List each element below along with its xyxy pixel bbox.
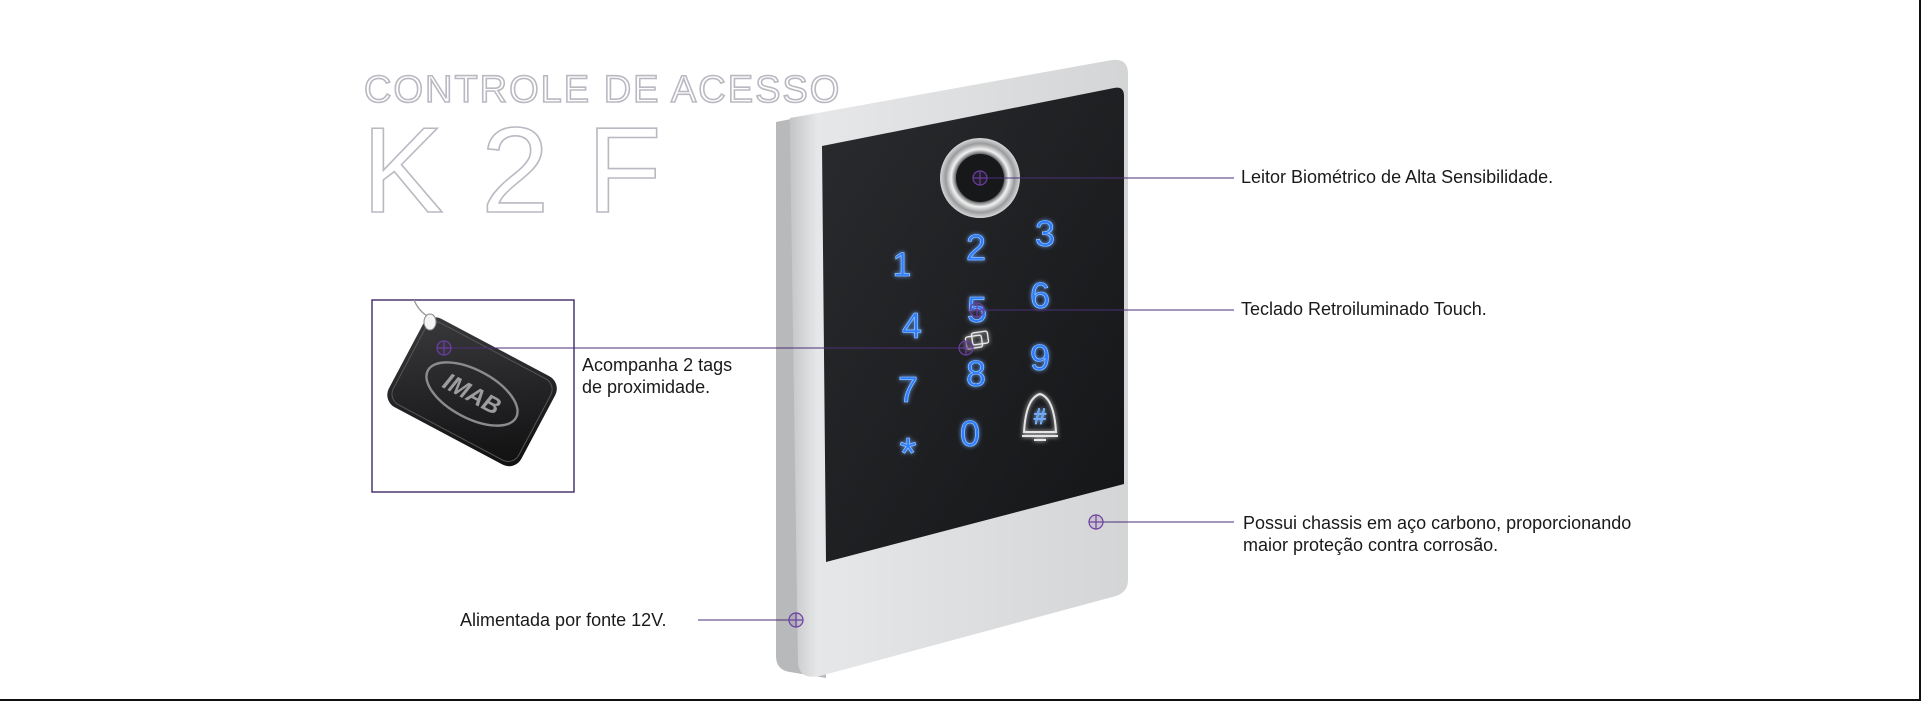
heading-subtitle: CONTROLE DE ACESSO: [364, 69, 841, 111]
bottom-border: [0, 699, 1921, 701]
key-7: 7: [898, 369, 918, 410]
backlit-keypad: 1 2 3 4 5 6 7 8 9 * 0: [892, 213, 1058, 478]
callout-tags: Acompanha 2 tags de proximidade.: [582, 354, 732, 398]
key-0: 0: [960, 413, 980, 454]
key-star: *: [899, 429, 916, 478]
crosshair-circle-icon: [969, 302, 985, 318]
callout-leaders: [444, 177, 1234, 621]
access-control-device: 1 2 3 4 5 6 7 8 9 * 0: [776, 59, 1128, 678]
proximity-tag: IMAB: [387, 317, 557, 467]
tag-frame: [371, 299, 575, 493]
crosshair-circle-icon: [1088, 514, 1104, 530]
callout-chassis-line2: maior proteção contra corrosão.: [1243, 535, 1499, 555]
callout-biometric-text: Leitor Biométrico de Alta Sensibilidade.: [1241, 167, 1554, 187]
callout-chassis: Possui chassis em aço carbono, proporcio…: [1243, 512, 1631, 556]
callout-power: Alimentada por fonte 12V.: [460, 609, 666, 631]
bell-icon: #: [1022, 392, 1058, 441]
proximity-tag-figure: IMAB: [371, 299, 575, 493]
callout-power-text: Alimentada por fonte 12V.: [460, 610, 667, 630]
crosshair-circle-icon: [958, 340, 974, 356]
crosshair-circle-icon: [436, 340, 452, 356]
callout-biometric: Leitor Biométrico de Alta Sensibilidade.: [1241, 166, 1553, 188]
heading-model: K 2 F: [362, 102, 664, 238]
callout-chassis-line1: Possui chassis em aço carbono, proporcio…: [1243, 513, 1632, 533]
key-1: 1: [893, 246, 912, 284]
key-hash: #: [1034, 404, 1047, 429]
crosshair-circle-icon: [788, 612, 804, 628]
key-2: 2: [966, 227, 986, 268]
callout-tags-line2: de proximidade.: [582, 377, 711, 397]
callout-keypad-text: Teclado Retroiluminado Touch.: [1241, 299, 1487, 319]
key-4: 4: [902, 305, 922, 346]
markers: [436, 170, 1104, 628]
key-8: 8: [966, 353, 986, 394]
key-3: 3: [1035, 213, 1055, 254]
key-9: 9: [1030, 337, 1050, 378]
key-6: 6: [1030, 275, 1050, 316]
callout-tags-line1: Acompanha 2 tags: [582, 355, 733, 375]
device-front-panel: [822, 87, 1124, 563]
right-border: [1919, 0, 1921, 701]
callout-keypad: Teclado Retroiluminado Touch.: [1241, 298, 1487, 320]
crosshair-circle-icon: [972, 170, 988, 186]
